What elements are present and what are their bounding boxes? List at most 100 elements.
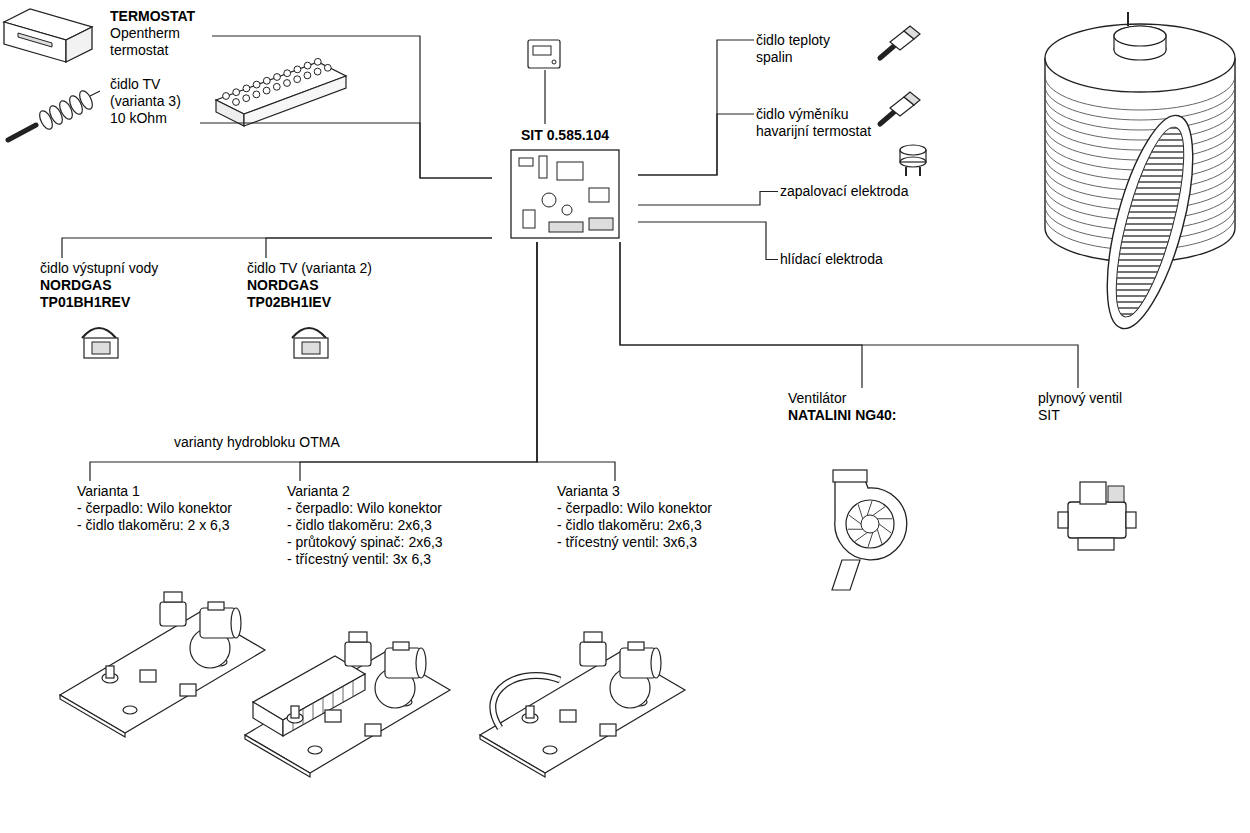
connector-line	[620, 242, 1078, 388]
component-text: - čerpadlo: Wilo konektor	[77, 500, 278, 517]
valve-connector	[584, 632, 602, 642]
terminal-screw	[284, 70, 291, 77]
pipe-stub	[180, 684, 196, 696]
pump-connector	[393, 642, 409, 650]
bypass-pipe-inner	[493, 676, 560, 728]
valve-connector	[349, 632, 367, 642]
grille-slot	[1100, 313, 1200, 314]
fan-blade	[849, 515, 861, 524]
valve-actuator	[580, 642, 606, 666]
component-text: čidlo výstupní vody	[40, 260, 188, 277]
component-label: Varianta 3- čerpadlo: Wilo konektor- čid…	[555, 481, 770, 553]
component-label: TERMOSTATOpentherm termostat	[108, 6, 212, 61]
component-text: - čerpadlo: Wilo konektor	[287, 500, 498, 517]
connector-line	[62, 238, 492, 258]
component-text: - čerpadlo: Wilo konektor	[557, 500, 768, 517]
connector-line	[638, 222, 778, 260]
terminal-screws	[223, 58, 332, 105]
component-text: SIT 0.585.104	[494, 127, 636, 144]
burner-door	[1090, 107, 1211, 337]
component-label: čidlo teploty spalin	[754, 30, 862, 68]
terminal-screw	[324, 64, 331, 71]
terminal-screw	[233, 99, 240, 106]
grille-slot	[1100, 199, 1200, 200]
component-text: hlídací elektroda	[780, 251, 883, 268]
component-label: čidlo výměníkuhavarijní termostat	[754, 104, 896, 142]
terminal-screw	[314, 58, 321, 65]
fan-foot	[832, 560, 860, 590]
grille-slot	[1100, 211, 1200, 212]
clip-sensor-connector	[92, 342, 110, 354]
sensor-coil	[57, 99, 75, 121]
clip-sensor-connector	[302, 342, 320, 354]
fan-hub	[861, 515, 879, 533]
component-label: zapalovací elektroda	[778, 181, 910, 202]
fan-blade	[867, 501, 872, 515]
component-label: SIT 0.585.104	[492, 125, 638, 242]
terminal-screw	[314, 68, 321, 75]
terminal-strip	[216, 100, 244, 126]
plate-hole	[308, 746, 322, 754]
fan-blade	[879, 524, 891, 533]
pipe-stub	[140, 670, 156, 682]
grille-slot	[1100, 235, 1200, 236]
sensor-coil	[47, 104, 65, 126]
grille-slot	[1100, 241, 1200, 242]
board-outline	[511, 150, 619, 238]
component-text: - třícestný ventil: 3x6,3	[557, 534, 768, 551]
clip-sensor-band	[292, 328, 326, 338]
grille-slot	[1100, 265, 1200, 266]
component-text: TERMOSTAT	[110, 8, 210, 25]
valve-actuator	[160, 602, 186, 626]
terminal-screw	[284, 80, 291, 87]
mounting-plate-edge	[480, 735, 545, 777]
board-relay	[589, 188, 609, 202]
grille-slot	[1100, 205, 1200, 206]
board-capacitor	[542, 193, 556, 207]
connector-line	[266, 238, 492, 258]
sensor-coil	[67, 94, 85, 116]
terminal-screw	[273, 83, 280, 90]
clip-sensor-band	[82, 328, 116, 338]
grille-slot	[1100, 187, 1200, 188]
valve-actuator	[345, 642, 371, 666]
grille-slot	[1100, 259, 1200, 260]
component-text: čidlo výměníku	[756, 106, 894, 123]
thermostat-front	[4, 22, 66, 62]
grille-slot	[1100, 217, 1200, 218]
grille-slot	[1100, 229, 1200, 230]
component-text: - průtokový spinač: 2x6,3	[287, 534, 498, 551]
exchanger-sensor-probe	[880, 112, 894, 124]
component-text: - třícestný ventil: 3x 6,3	[287, 551, 498, 568]
component-text: čidlo TV (varianta 3) 10 kOhm	[110, 76, 198, 127]
flue-collar	[1114, 26, 1166, 50]
pipe-stub	[600, 724, 616, 736]
hydroblock-drawing	[60, 592, 265, 737]
exchanger-sensor-connector	[904, 92, 920, 105]
plate-hole	[543, 746, 557, 754]
grille-slot	[1100, 163, 1200, 164]
clip-sensor-body	[84, 338, 118, 358]
terminal-screw	[274, 74, 281, 81]
component-text: - čidlo tlakoměru: 2x6,3	[557, 517, 768, 534]
circuit-board-icon	[509, 148, 621, 240]
grille-slot	[1100, 301, 1200, 302]
grille-slot	[1100, 277, 1200, 278]
board-connector	[589, 218, 613, 230]
component-label: VentilátorNATALINI NG40:	[786, 388, 918, 426]
pipe-stub	[325, 710, 341, 722]
connector-line	[638, 192, 778, 206]
grille-slot	[1100, 295, 1200, 296]
terminal-screw	[233, 89, 240, 96]
grille-slot	[1100, 145, 1200, 146]
component-label: čidlo TV (varianta 3) 10 kOhm	[108, 74, 200, 129]
sensor-probe	[8, 125, 36, 140]
component-text: Ventilátor	[788, 390, 916, 407]
component-text: NATALINI NG40:	[788, 407, 916, 424]
component-text: plynový ventil SIT	[1038, 390, 1140, 424]
grille-slot	[1100, 109, 1200, 110]
terminal-screw	[243, 95, 250, 102]
grille-slot	[1100, 193, 1200, 194]
connector-line	[90, 242, 537, 481]
